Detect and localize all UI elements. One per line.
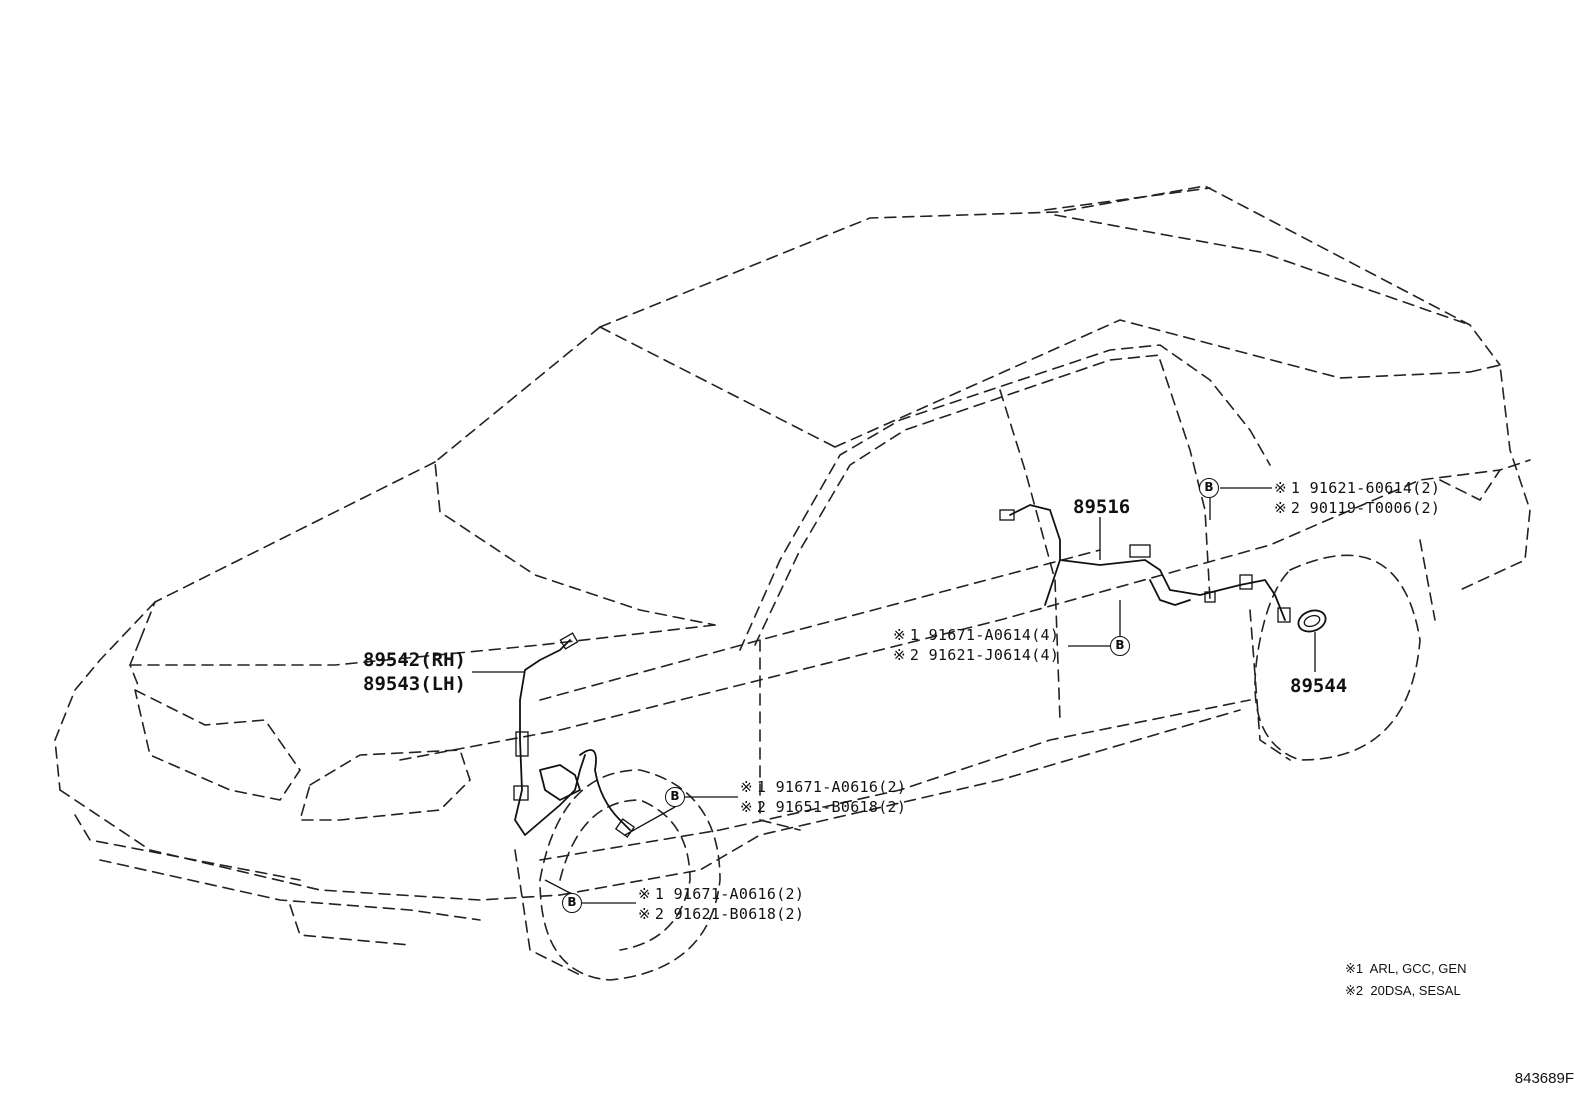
legend-note-1: ※1 ARL, GCC, GEN <box>1345 961 1467 976</box>
ref-front-lower-2[interactable]: ※2 91621-B0618(2) <box>638 905 805 923</box>
ref-front-upper-1[interactable]: ※1 91671-A0616(2) <box>740 778 907 796</box>
part-label-89544[interactable]: 89544 <box>1290 675 1348 697</box>
leader-lines <box>472 487 1316 904</box>
sensor-rotor-drawing <box>1297 609 1327 633</box>
bolt-marker-b-rear-upper[interactable]: B <box>1199 478 1219 498</box>
note-mark: ※ <box>893 646 906 664</box>
note-mark: ※ <box>638 885 651 903</box>
note-mark: ※ <box>893 626 906 644</box>
car-body-outline <box>54 185 1531 981</box>
bolt-marker-b-rear-middle[interactable]: B <box>1110 636 1130 656</box>
ref-rear-middle-1[interactable]: ※1 91671-A0614(4) <box>893 626 1060 644</box>
front-speed-sensor-drawing <box>513 632 636 838</box>
ref-rear-middle-2[interactable]: ※2 91621-J0614(4) <box>893 646 1060 664</box>
part-label-89542-rh[interactable]: 89542(RH) <box>363 649 466 671</box>
note-mark: ※ <box>638 905 651 923</box>
note-mark: ※ <box>740 798 753 816</box>
bolt-marker-b-front-upper[interactable]: B <box>665 787 685 807</box>
note-mark: ※ <box>1274 499 1287 517</box>
part-label-89516[interactable]: 89516 <box>1073 496 1131 518</box>
part-label-89543-lh[interactable]: 89543(LH) <box>363 673 466 695</box>
ref-front-upper-2[interactable]: ※2 91651-B0618(2) <box>740 798 907 816</box>
note-mark: ※ <box>740 778 753 796</box>
ref-front-lower-1[interactable]: ※1 91671-A0616(2) <box>638 885 805 903</box>
rear-speed-sensor-drawing <box>999 504 1291 623</box>
ref-rear-upper-2[interactable]: ※2 90119-T0006(2) <box>1274 499 1441 517</box>
legend-note-2: ※2 20DSA, SESAL <box>1345 983 1461 998</box>
ref-rear-upper-1[interactable]: ※1 91621-60614(2) <box>1274 479 1441 497</box>
note-mark: ※ <box>1274 479 1287 497</box>
catalog-number: 843689F <box>1514 1070 1574 1087</box>
bolt-marker-b-front-lower[interactable]: B <box>562 893 582 913</box>
